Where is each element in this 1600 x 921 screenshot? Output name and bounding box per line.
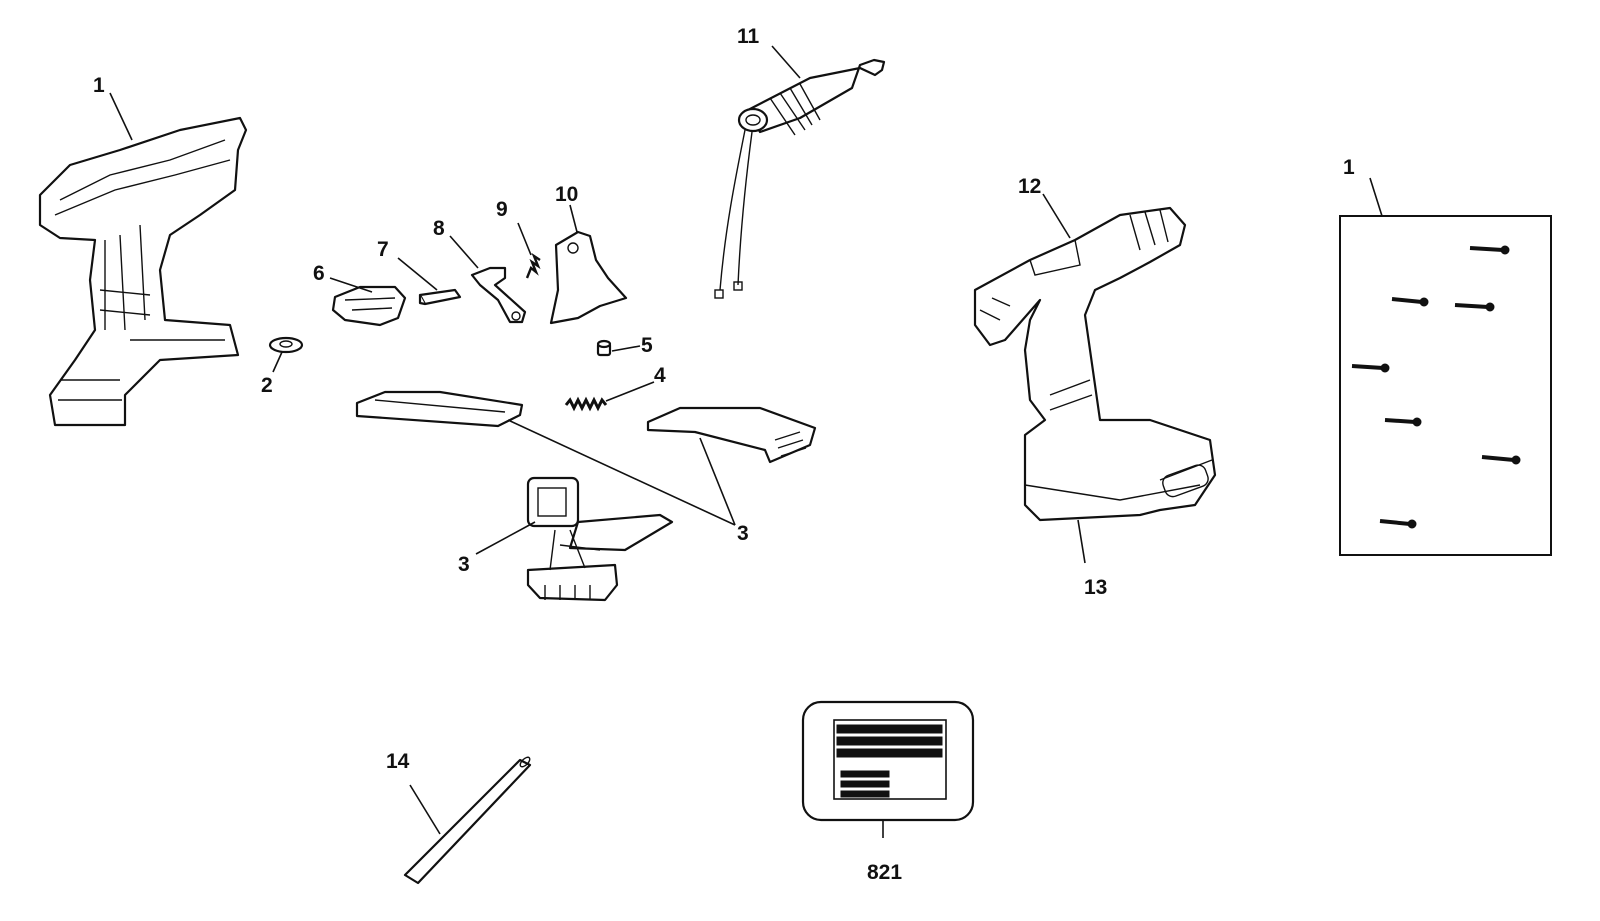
callout-11: 10: [555, 183, 578, 206]
screw-box: [1339, 215, 1552, 556]
callout-10: 9: [496, 198, 508, 221]
callout-12: 11: [737, 25, 760, 48]
callout-5: 4: [654, 364, 666, 387]
part-9: [470, 266, 527, 324]
screw-icon: [1454, 302, 1495, 312]
callout-D: 13: [1084, 576, 1107, 599]
callout-8: 7: [377, 238, 389, 261]
part-6: [596, 339, 612, 357]
screw-icon: [1391, 297, 1429, 307]
part-8: [418, 288, 462, 306]
part-11: [549, 230, 628, 325]
callout-6: 5: [641, 334, 653, 357]
plate-4b: [646, 406, 817, 464]
callout-1b: 12: [1018, 175, 1041, 198]
screw-icon: [1384, 417, 1422, 427]
motor: [714, 58, 886, 299]
part-7: [331, 285, 407, 327]
housing-left-half: [38, 116, 248, 427]
spring-10: [525, 252, 541, 279]
spring-5: [564, 396, 608, 412]
screw-icon: [1481, 455, 1521, 465]
nameplate-label-821: [801, 700, 975, 822]
screw-icon: [1379, 519, 1417, 529]
housing-right-assembled: [973, 206, 1217, 522]
screw-icon: [1351, 363, 1390, 373]
screw-icon: [1469, 245, 1510, 255]
washer: [268, 336, 304, 354]
callout-2: 2: [261, 374, 273, 397]
switch-assembly: [526, 476, 674, 602]
callout-9: 8: [433, 217, 445, 240]
callout-1a: 1: [93, 74, 105, 97]
callout-3: 3: [458, 553, 470, 576]
callout-14: 14: [386, 750, 410, 773]
grease-stick-14: [403, 756, 532, 885]
plate-4a: [355, 390, 524, 428]
callout-4: 3: [737, 522, 749, 545]
callout-13: 1: [1343, 156, 1355, 179]
callout-7: 6: [313, 262, 325, 285]
callout-821: 821: [867, 861, 902, 884]
